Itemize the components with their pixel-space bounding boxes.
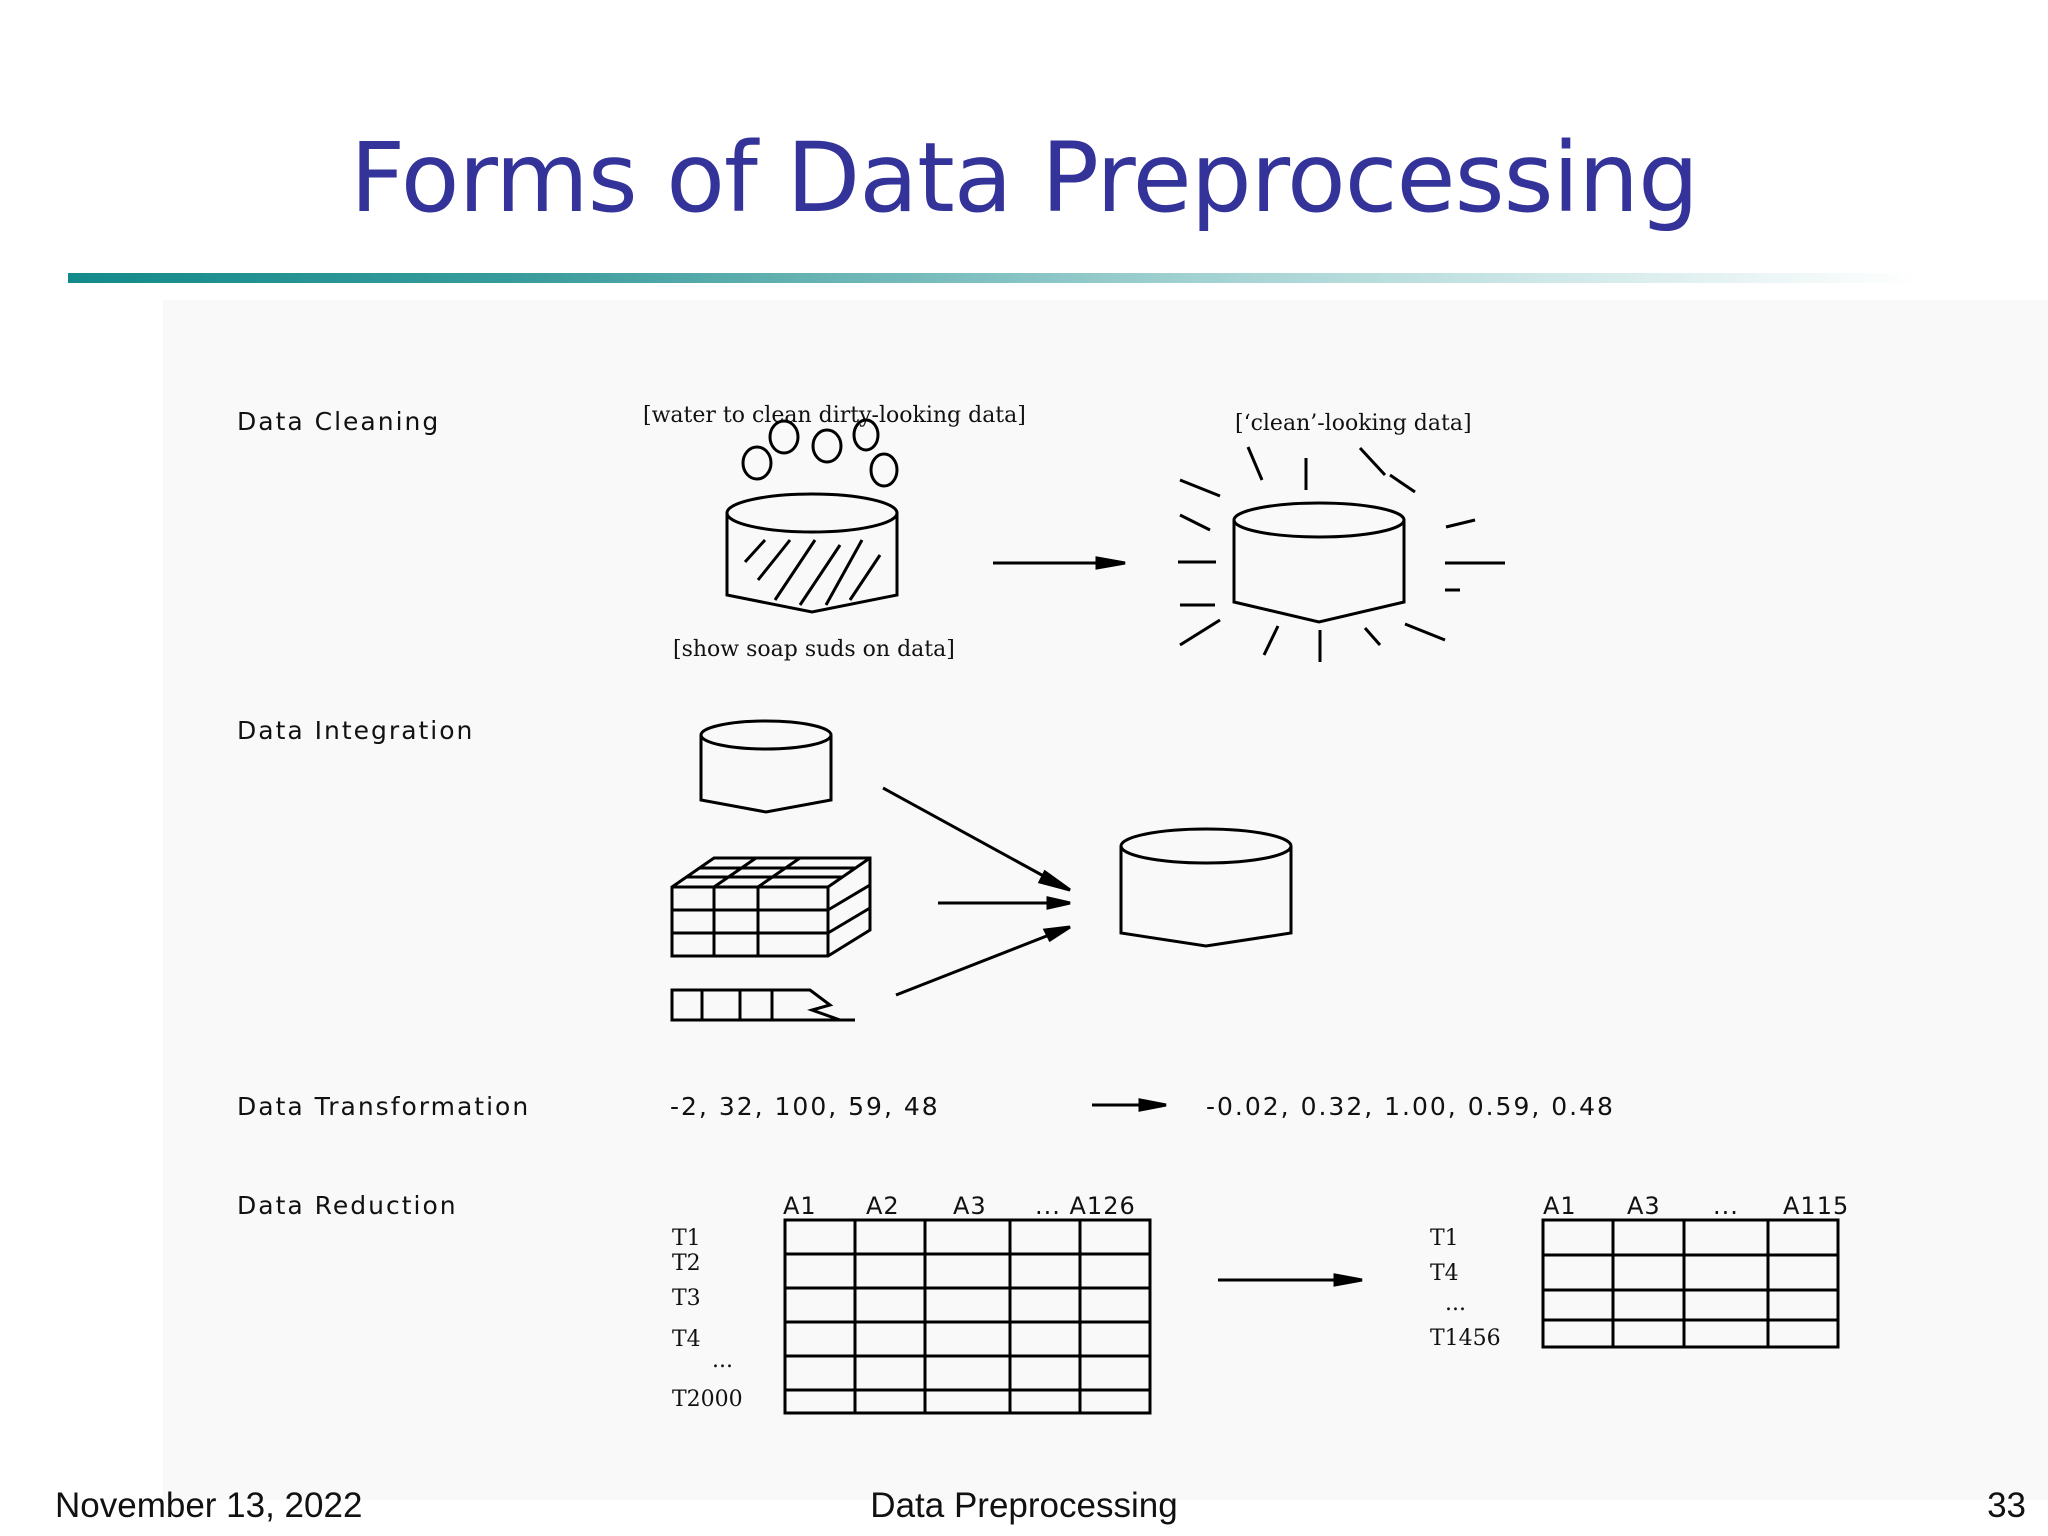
cleaning-note-result: [‘clean’-looking data] bbox=[1235, 411, 1472, 436]
left-row-label: T3 bbox=[672, 1286, 701, 1311]
soap-bubbles-icon bbox=[741, 418, 899, 488]
transformation-arrow-icon bbox=[1092, 1098, 1167, 1112]
right-col-header: ... bbox=[1713, 1192, 1739, 1220]
transformation-label: Data Transformation bbox=[237, 1092, 530, 1121]
flat-file-icon bbox=[670, 988, 855, 1022]
transformation-input: -2, 32, 100, 59, 48 bbox=[670, 1092, 940, 1121]
left-col-header: A2 bbox=[866, 1192, 900, 1220]
right-col-header: A1 bbox=[1543, 1192, 1577, 1220]
cleaning-arrow-icon bbox=[993, 556, 1126, 570]
transformation-output: -0.02, 0.32, 1.00, 0.59, 0.48 bbox=[1206, 1092, 1615, 1121]
right-col-header: A3 bbox=[1627, 1192, 1661, 1220]
data-cube-icon bbox=[670, 856, 872, 958]
left-col-header: A3 bbox=[953, 1192, 987, 1220]
right-row-label: T1456 bbox=[1430, 1326, 1501, 1351]
reduction-label: Data Reduction bbox=[237, 1191, 458, 1220]
integrated-database-icon bbox=[1119, 827, 1293, 948]
dirty-database-icon bbox=[725, 492, 899, 614]
integration-label: Data Integration bbox=[237, 716, 474, 745]
slide-title: Forms of Data Preprocessing bbox=[349, 122, 1699, 234]
reduced-table bbox=[1541, 1218, 1840, 1349]
right-col-header: A115 bbox=[1783, 1192, 1849, 1220]
cleaning-label: Data Cleaning bbox=[237, 407, 440, 436]
title-divider bbox=[68, 273, 1918, 283]
page-number: 33 bbox=[1987, 1486, 2026, 1525]
left-col-header: ... A126 bbox=[1035, 1192, 1136, 1220]
cleaning-note-top: [water to clean dirty-looking data] bbox=[643, 403, 1026, 428]
left-row-label: T2 bbox=[672, 1251, 701, 1276]
clean-database-icon bbox=[1232, 501, 1406, 624]
left-row-label: T4 bbox=[672, 1327, 701, 1352]
left-col-header: A1 bbox=[783, 1192, 817, 1220]
footer-title: Data Preprocessing bbox=[870, 1486, 1178, 1525]
left-row-label: T1 bbox=[672, 1226, 701, 1251]
cleaning-note-bottom: [show soap suds on data] bbox=[673, 637, 955, 662]
right-row-label: T1 bbox=[1430, 1226, 1459, 1251]
reduction-arrow-icon bbox=[1218, 1273, 1363, 1287]
source-database-icon bbox=[699, 719, 833, 814]
integration-arrows-icon bbox=[882, 786, 1071, 997]
left-row-label: ... bbox=[712, 1348, 733, 1373]
left-row-label: T2000 bbox=[672, 1387, 743, 1412]
right-row-label: ... bbox=[1445, 1291, 1466, 1316]
shine-rays-icon bbox=[1178, 446, 1505, 662]
figure-background bbox=[163, 300, 2048, 1500]
right-row-label: T4 bbox=[1430, 1261, 1459, 1286]
original-table bbox=[783, 1218, 1152, 1415]
footer-date: November 13, 2022 bbox=[55, 1486, 363, 1525]
